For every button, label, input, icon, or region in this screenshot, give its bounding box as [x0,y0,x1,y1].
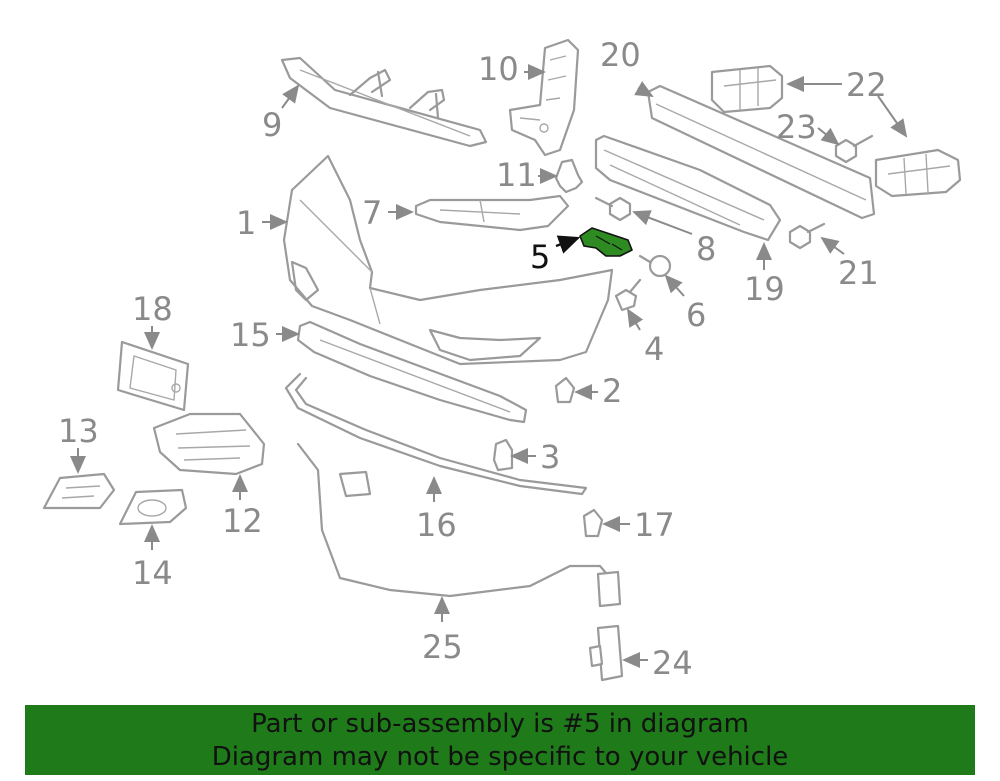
callout-13: 13 [58,412,99,450]
callout-10: 10 [478,50,519,88]
callout-15: 15 [230,316,271,354]
callout-12: 12 [222,502,263,540]
callout-2: 2 [602,372,622,410]
part-10-bracket [508,38,580,157]
part-23-bolt [834,134,874,164]
callout-19: 19 [744,270,785,308]
leader-arrows [70,64,908,668]
part-14-cover [118,488,188,526]
callout-4: 4 [644,330,664,368]
part-18-plate-bracket [116,340,190,412]
part-1-bumper-cover [282,154,614,366]
part-21-bolt [788,222,826,250]
bolts [594,134,874,312]
callout-16: 16 [416,506,457,544]
part-11-clip [554,158,584,194]
callout-21: 21 [838,254,879,292]
callout-9: 9 [262,106,282,144]
callout-8: 8 [696,230,716,268]
callout-1: 1 [236,204,256,242]
part-15-lower-absorber [296,320,528,424]
callout-22: 22 [846,66,887,104]
callout-7: 7 [362,194,382,232]
part-7-bracket [414,194,570,232]
callout-24: 24 [652,644,693,682]
callout-25: 25 [422,628,463,666]
callout-5[interactable]: 5 [530,238,550,276]
callout-23: 23 [776,108,817,146]
callout-20: 20 [600,36,641,74]
callout-14: 14 [132,554,173,592]
callout-17: 17 [634,506,675,544]
part-16-lip-spoiler [284,372,588,496]
callout-labels: 1 2 3 4 5 6 7 8 9 10 11 12 13 14 15 16 1… [58,36,887,682]
part-20-reinforcement [646,84,876,220]
part-5-bracket-highlighted[interactable] [579,227,633,257]
part-12-fog-grille [152,412,266,476]
part-24-sensor [588,624,624,682]
part-3-clip [492,438,514,472]
callout-3: 3 [540,438,560,476]
part-9-upper-support [280,56,488,148]
callout-18: 18 [132,290,173,328]
part-4-screw [614,278,642,312]
callout-6: 6 [686,296,706,334]
part-19-absorber [594,134,782,242]
banner-line-2: Diagram may not be specific to your vehi… [211,742,789,772]
part-13-cover [42,472,116,510]
part-22-side-absorbers [710,64,962,198]
part-6-bolt [638,254,672,278]
info-banner: Part or sub-assembly is #5 in diagram Di… [25,705,975,775]
banner-line-1: Part or sub-assembly is #5 in diagram [251,709,749,739]
part-25-wire-harness [296,442,622,608]
part-8-bolt [594,196,632,222]
callout-11: 11 [496,156,537,194]
part-17-clip [582,508,604,538]
part-2-clip [554,376,576,404]
